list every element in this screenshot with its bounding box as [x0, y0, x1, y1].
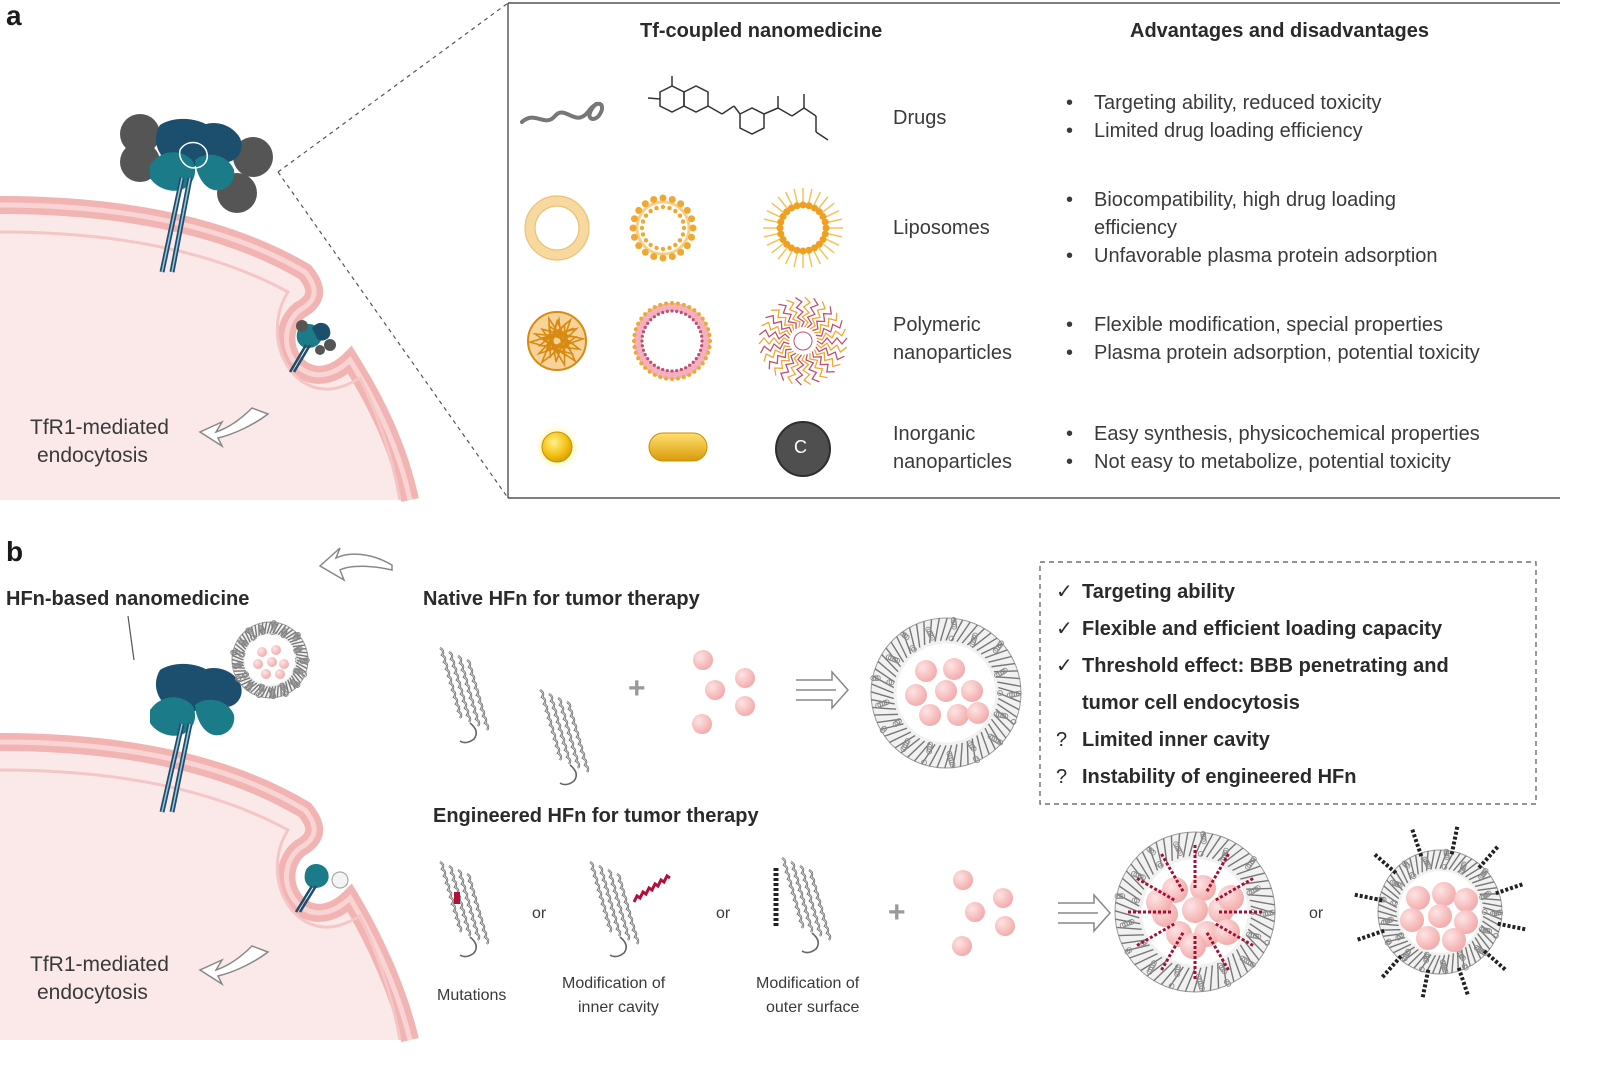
feature-item: tumor cell endocytosis	[1082, 692, 1300, 714]
panel-a-letter: a	[6, 0, 22, 31]
advantage-item: •Flexible modification, special properti…	[1066, 314, 1444, 336]
drug-cargo-spheres-icon	[692, 650, 755, 734]
carbon-nanoparticle-icon	[775, 421, 831, 477]
or-label: or	[532, 905, 547, 922]
native-hfn-title: Native HFn for tumor therapy	[423, 588, 700, 610]
panel-b-letter: b	[6, 536, 24, 567]
assembly-arrow-icon	[1058, 893, 1112, 933]
callout-line-top	[277, 2, 509, 173]
endocytosis-arrow-a	[198, 407, 270, 449]
plus-sign: +	[628, 672, 646, 705]
plus-sign: +	[888, 896, 906, 929]
or-label: or	[716, 905, 731, 922]
gold-nanosphere-icon	[535, 425, 579, 469]
hfn-label-leader	[127, 615, 135, 661]
methotrexate-structure-icon	[647, 76, 829, 141]
hfn-inner-modified-monomer-icon	[589, 861, 671, 958]
feature-item: ?Instability of engineered HFn	[1056, 766, 1357, 788]
peptide-strand-icon	[520, 101, 605, 124]
mod-outer-label-line1: Modification of	[756, 975, 860, 992]
features-box	[1039, 561, 1537, 805]
feature-item: ✓Threshold effect: BBB penetrating and	[1056, 655, 1449, 677]
category-inorganic-line2: nanoparticles	[893, 451, 1012, 473]
mod-inner-label-line2: inner cavity	[578, 999, 659, 1016]
micelle-icon	[758, 296, 848, 386]
advantage-item: •Targeting ability, reduced toxicity	[1066, 92, 1382, 114]
advantage-item: •Limited drug loading efficiency	[1066, 120, 1363, 142]
category-inorganic: Inorganic	[893, 423, 976, 445]
polymer-coil-nanoparticle-icon	[527, 311, 587, 371]
tfr1-receptor-endocytic-b	[294, 864, 349, 913]
category-liposomes: Liposomes	[893, 217, 990, 239]
feature-item: ✓Targeting ability	[1056, 581, 1235, 603]
hfn-cage-with-cargo-icon	[230, 620, 310, 700]
tfr1-receptor-complex-b	[150, 663, 242, 813]
hfn-monomer-icon	[539, 689, 590, 786]
tfr1-receptor-complex-a	[120, 114, 273, 273]
return-arrow-b	[318, 547, 393, 582]
category-polymeric-line2: nanoparticles	[893, 342, 1012, 364]
feature-item: ✓Flexible and efficient loading capacity	[1056, 618, 1443, 640]
liposome-tails-icon	[763, 188, 843, 268]
or-label: or	[1309, 905, 1324, 922]
column-header-nanomedicine: Tf-coupled nanomedicine	[640, 20, 883, 42]
native-hfn-cage-icon	[870, 617, 1022, 769]
endocytosis-label-a-line2: endocytosis	[37, 444, 148, 467]
endocytosis-label-a-line1: TfR1-mediated	[30, 416, 169, 439]
advantage-item: •Easy synthesis, physicochemical propert…	[1066, 423, 1480, 445]
category-polymeric: Polymeric	[893, 314, 981, 336]
endocytosis-label-b-line2: endocytosis	[37, 981, 148, 1004]
endocytosis-arrow-b	[198, 945, 270, 987]
inner-modified-hfn-cage-icon	[1114, 831, 1276, 993]
advantage-item: •Biocompatibility, high drug loading	[1066, 189, 1397, 211]
advantage-item: •Plasma protein adsorption, potential to…	[1066, 342, 1480, 364]
assembly-arrow-icon	[796, 670, 850, 710]
liposome-bilayer-icon	[629, 194, 697, 262]
gold-nanorod-icon	[648, 432, 708, 462]
endocytosis-label-b-line1: TfR1-mediated	[30, 953, 169, 976]
outer-modified-hfn-cage-icon	[1353, 825, 1527, 999]
category-drugs: Drugs	[893, 107, 947, 129]
hfn-mutant-monomer-icon	[439, 861, 490, 958]
hfn-nanomedicine-label: HFn-based nanomedicine	[6, 588, 250, 610]
mutations-label: Mutations	[437, 987, 507, 1004]
column-header-advantages: Advantages and disadvantages	[1130, 20, 1429, 42]
mod-outer-label-line2: outer surface	[766, 999, 860, 1016]
tfr1-receptor-endocytic-a	[288, 320, 336, 373]
carbon-label: C	[794, 437, 807, 457]
hfn-monomer-icon	[439, 647, 490, 744]
polymersome-icon	[632, 301, 712, 381]
advantage-item-continued: efficiency	[1094, 217, 1178, 239]
drug-cargo-spheres-icon	[952, 870, 1015, 956]
callout-line-bottom	[277, 171, 509, 499]
engineered-hfn-title: Engineered HFn for tumor therapy	[433, 805, 759, 827]
advantage-item: •Unfavorable plasma protein adsorption	[1066, 245, 1438, 267]
cell-membrane-a	[0, 196, 419, 502]
hfn-outer-modified-monomer-icon	[773, 857, 832, 954]
feature-item: ?Limited inner cavity	[1056, 729, 1270, 751]
mod-inner-label-line1: Modification of	[562, 975, 666, 992]
advantage-item: •Not easy to metabolize, potential toxic…	[1066, 451, 1451, 473]
liposome-ring-icon	[524, 195, 590, 261]
